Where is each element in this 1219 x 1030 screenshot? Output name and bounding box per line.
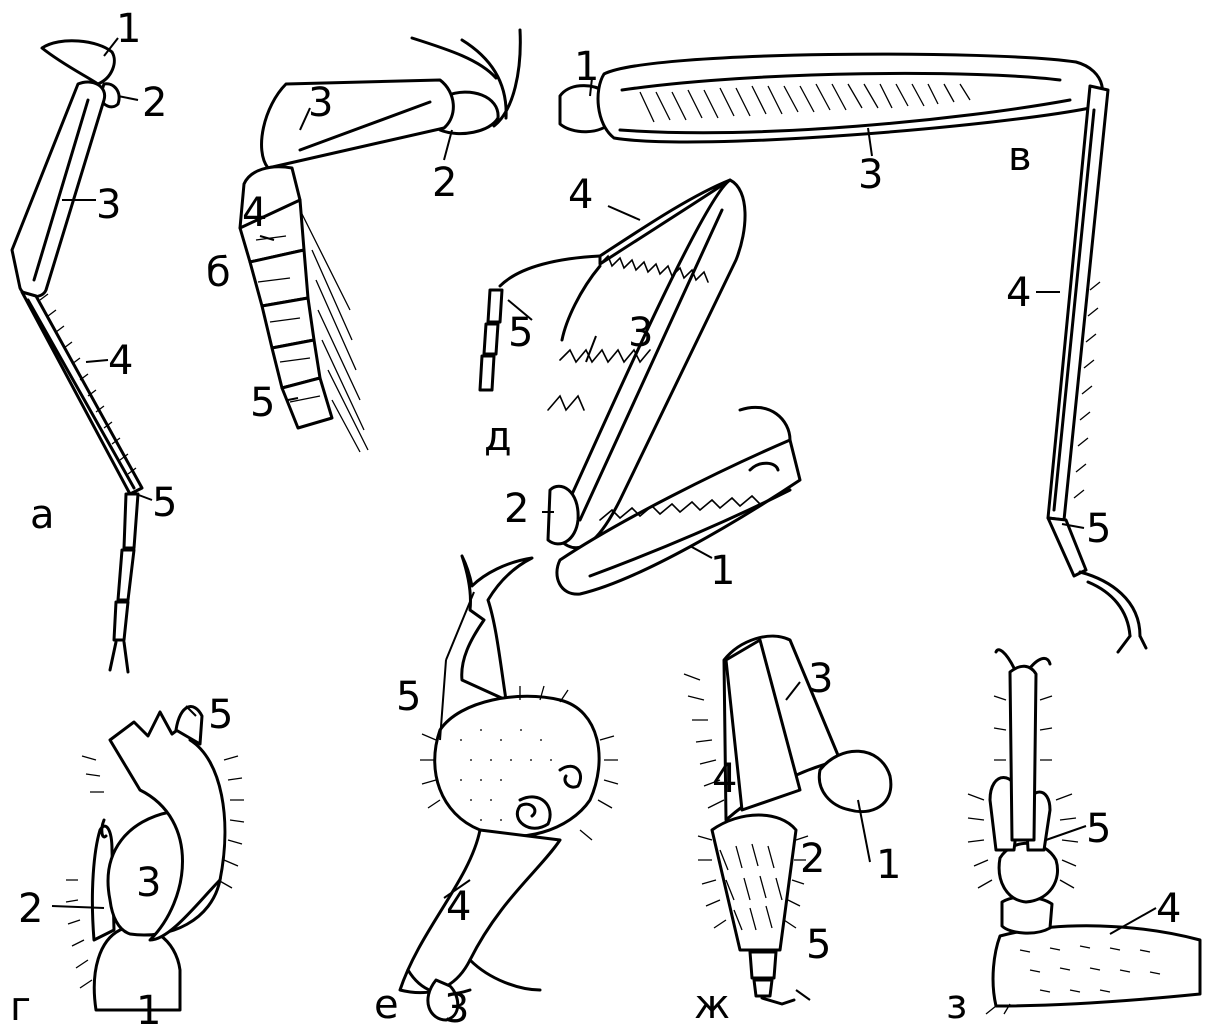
label-a-4: 4 <box>108 338 133 384</box>
label-g-5: 5 <box>208 692 233 738</box>
panel-label-b: б <box>206 250 231 296</box>
panel-label-g: г <box>10 984 31 1030</box>
label-v-3: 3 <box>858 152 883 198</box>
label-a-3: 3 <box>96 182 121 228</box>
panel-label-d: д <box>484 414 512 460</box>
leg-a-tibia-spines <box>40 294 136 474</box>
leg-zh-collecting <box>684 636 891 1004</box>
label-b-4: 4 <box>242 190 267 236</box>
label-b-5: 5 <box>250 380 275 426</box>
label-zh-5: 5 <box>806 922 831 968</box>
label-g-2: 2 <box>18 886 43 932</box>
leg-b-fossorial <box>240 30 520 452</box>
label-g-1: 1 <box>136 988 161 1030</box>
label-d-3: 3 <box>628 310 653 356</box>
label-zh-3: 3 <box>808 656 833 702</box>
leg-d-raptorial <box>480 180 800 594</box>
label-a-2: 2 <box>142 80 167 126</box>
label-z-5: 5 <box>1086 806 1111 852</box>
leg-z-tarsus <box>968 650 1200 1014</box>
leg-e-clasping <box>400 556 618 1020</box>
label-b-2: 2 <box>432 160 457 206</box>
label-v-5: 5 <box>1086 506 1111 552</box>
label-e-4: 4 <box>446 884 471 930</box>
label-d-1: 1 <box>710 548 735 594</box>
label-e-5: 5 <box>396 674 421 720</box>
label-zh-4: 4 <box>712 756 737 802</box>
label-v-1: 1 <box>574 44 599 90</box>
label-zh-2: 2 <box>800 836 825 882</box>
panel-label-zh: ж <box>694 982 730 1028</box>
panel-label-v: в <box>1008 134 1032 180</box>
label-v-4: 4 <box>1006 270 1031 316</box>
label-e-3: 3 <box>444 986 469 1030</box>
label-d-2: 2 <box>504 486 529 532</box>
panel-label-e: е <box>374 982 399 1028</box>
label-b-3: 3 <box>308 80 333 126</box>
label-zh-1: 1 <box>876 842 901 888</box>
panel-label-z: з <box>946 982 967 1028</box>
label-d-5: 5 <box>508 310 533 356</box>
label-a-1: 1 <box>116 6 141 52</box>
label-z-4: 4 <box>1156 886 1181 932</box>
panel-label-a: а <box>30 492 55 538</box>
label-g-3: 3 <box>136 860 161 906</box>
leg-g-fossorial <box>66 707 244 1010</box>
label-a-5: 5 <box>152 480 177 526</box>
label-d-4: 4 <box>568 172 593 218</box>
